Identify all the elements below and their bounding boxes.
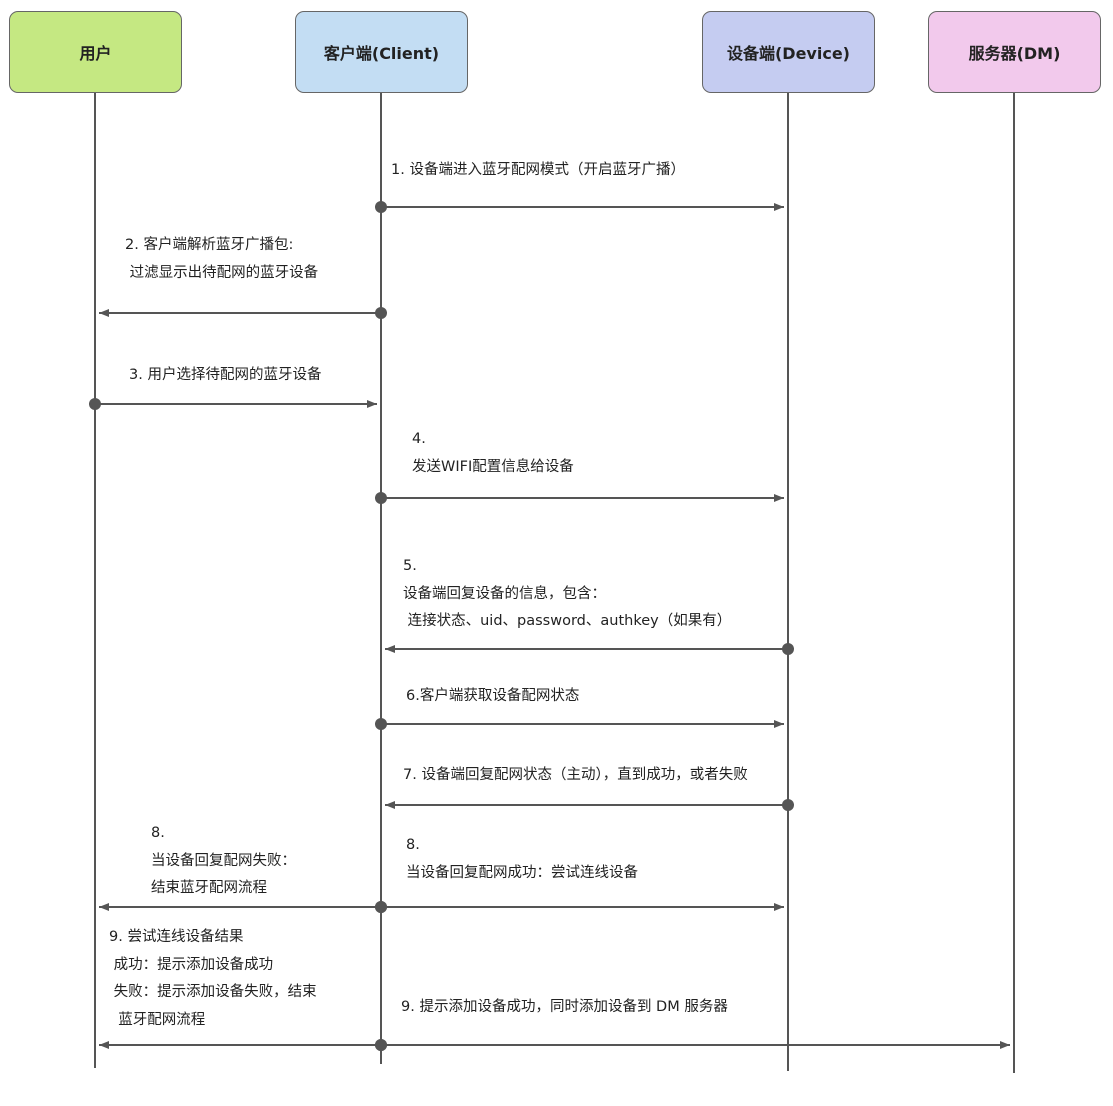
message-2-arrow: [99, 307, 387, 319]
message-6-origin-dot: [375, 718, 387, 730]
message-3-label: 3. 用户选择待配网的蓝牙设备: [129, 367, 322, 383]
actor-device-label: 设备端(Device): [726, 44, 850, 63]
message-5-origin-dot: [782, 643, 794, 655]
message-2-label: 2. 客户端解析蓝牙广播包: 过滤显示出待配网的蓝牙设备: [125, 237, 319, 281]
lifeline-user: [94, 93, 96, 1068]
message-9-origin-dot: [375, 901, 387, 913]
lifeline-device: [787, 93, 789, 1071]
message-10-arrow: [99, 1039, 387, 1051]
message-7-origin-dot: [782, 799, 794, 811]
message-6-label: 6.客户端获取设备配网状态: [406, 688, 580, 704]
actor-server: 服务器(DM): [928, 11, 1101, 93]
actor-client: 客户端(Client): [295, 11, 468, 93]
message-11-origin-dot: [375, 1039, 387, 1051]
actor-client-label: 客户端(Client): [323, 44, 440, 63]
message-11-arrow: [375, 1039, 1010, 1051]
message-9b-label: 9. 提示添加设备成功，同时添加设备到 DM 服务器: [401, 999, 728, 1015]
message-5-arrow: [385, 643, 794, 655]
message-7-label: 7. 设备端回复配网状态（主动），直到成功，或者失败: [403, 767, 748, 783]
message-3-arrow: [89, 398, 377, 410]
message-4-label: 4. 发送WIFI配置信息给设备: [412, 431, 574, 475]
message-8b-label: 8. 当设备回复配网成功：尝试连线设备: [406, 837, 638, 881]
message-1-origin-dot: [375, 201, 387, 213]
actor-server-label: 服务器(DM): [968, 44, 1061, 63]
message-8a-label: 8. 当设备回复配网失败： 结束蓝牙配网流程: [151, 825, 296, 896]
message-9a-label: 9. 尝试连线设备结果 成功：提示添加设备成功 失败：提示添加设备失败，结束 蓝…: [109, 929, 317, 1028]
message-9-arrow: [375, 901, 784, 913]
message-1-arrow: [375, 201, 784, 213]
actor-user-label: 用户: [79, 44, 112, 63]
message-1-label: 1. 设备端进入蓝牙配网模式（开启蓝牙广播）: [391, 162, 685, 178]
actor-device: 设备端(Device): [702, 11, 875, 93]
actor-user: 用户: [9, 11, 182, 93]
message-3-origin-dot: [89, 398, 101, 410]
message-6-arrow: [375, 718, 784, 730]
lifeline-client: [380, 93, 382, 1064]
message-4-arrow: [375, 492, 784, 504]
message-8-arrow: [99, 901, 387, 913]
message-5-label: 5. 设备端回复设备的信息，包含： 连接状态、uid、password、auth…: [403, 558, 732, 629]
lifeline-server: [1013, 93, 1015, 1073]
message-2-origin-dot: [375, 307, 387, 319]
message-4-origin-dot: [375, 492, 387, 504]
message-7-arrow: [385, 799, 794, 811]
